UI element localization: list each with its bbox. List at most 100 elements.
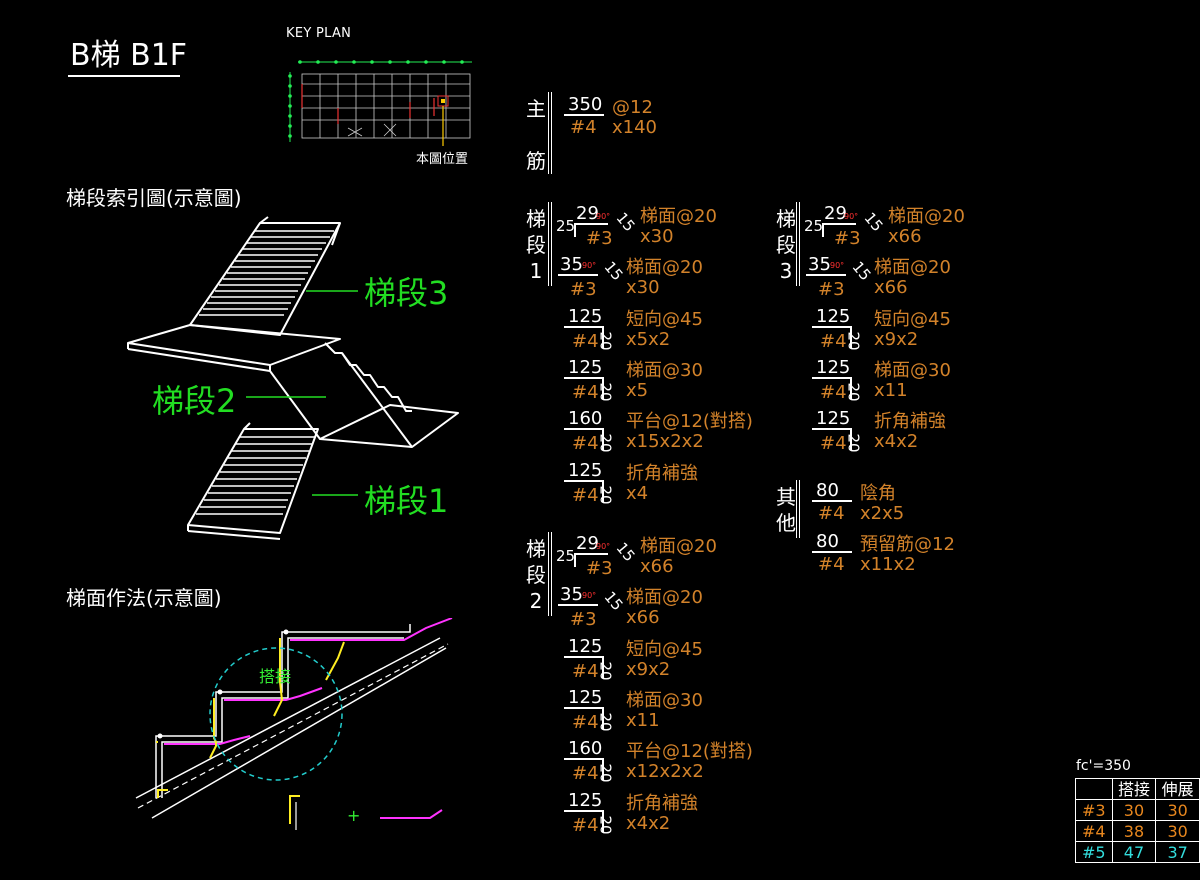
rebar-shape-leg bbox=[822, 223, 824, 237]
rebar-shape-line bbox=[812, 428, 852, 430]
table-header-cell: 伸展 bbox=[1155, 778, 1200, 800]
rebar-bend-angle: 90° bbox=[582, 261, 597, 270]
rebar-top-length: 160 bbox=[568, 738, 603, 759]
group-other-label: 其他 bbox=[776, 485, 796, 535]
rebar-side-length: 20 bbox=[596, 382, 615, 402]
rebar-bar-size: #3 bbox=[586, 228, 613, 249]
lap-length-cell: 30 bbox=[1111, 799, 1157, 821]
rebar-bar-size: #4 bbox=[820, 331, 847, 352]
rebar-shape-line bbox=[558, 274, 598, 276]
rebar-shape-line bbox=[564, 656, 604, 658]
rebar-spec: 平台@12(對搭) bbox=[626, 741, 753, 762]
rebar-bar-size: #4 bbox=[572, 712, 599, 733]
rebar-leg-length: 15 bbox=[600, 587, 627, 615]
rebar-left-length: 25 bbox=[556, 547, 576, 565]
rebar-top-length: 35 bbox=[808, 254, 831, 275]
segment-2-label: 梯段2 bbox=[152, 382, 237, 420]
rebar-top-length: 125 bbox=[568, 636, 603, 657]
title-underline bbox=[68, 75, 180, 77]
rebar-top-length: 350 bbox=[568, 94, 603, 115]
rebar-bar-size: #4 bbox=[572, 433, 599, 454]
table-row: #4 38 30 bbox=[1075, 820, 1200, 842]
table-row: #5 47 37 bbox=[1075, 841, 1200, 863]
key-plan-position-label: 本圖位置 bbox=[416, 152, 469, 167]
rebar-quantity: x11 bbox=[874, 380, 908, 401]
rebar-top-length: 35 bbox=[560, 254, 583, 275]
rebar-left-length: 25 bbox=[804, 217, 824, 235]
rebar-quantity: x11x2 bbox=[860, 554, 916, 575]
rebar-spec: 短向@45 bbox=[874, 309, 951, 330]
rebar-spec: 短向@45 bbox=[626, 639, 703, 660]
rebar-spec: 短向@45 bbox=[626, 309, 703, 330]
rebar-spec: 折角補強 bbox=[874, 411, 946, 432]
rebar-quantity: x2x5 bbox=[860, 503, 905, 524]
rebar-quantity: x66 bbox=[640, 556, 674, 577]
rebar-bar-size: #4 bbox=[572, 485, 599, 506]
concrete-strength-caption: fc'=350 bbox=[1076, 758, 1131, 774]
group-seg3-bar bbox=[796, 202, 800, 286]
rebar-side-length: 20 bbox=[596, 661, 615, 681]
lap-length-cell: 38 bbox=[1111, 820, 1157, 842]
rebar-bar-size: #4 bbox=[572, 661, 599, 682]
rebar-shape-line bbox=[564, 707, 604, 709]
rebar-bend-angle: 90° bbox=[596, 212, 611, 221]
development-length-cell: 30 bbox=[1155, 820, 1200, 842]
rebar-shape-line bbox=[564, 758, 604, 760]
key-plan-label: KEY PLAN bbox=[286, 26, 352, 41]
plus-sign: + bbox=[347, 806, 361, 825]
rebar-shape-line bbox=[558, 604, 598, 606]
rebar-spec: 梯面@20 bbox=[626, 587, 703, 608]
rebar-shape-leg bbox=[602, 758, 604, 780]
rebar-top-length: 35 bbox=[560, 584, 583, 605]
rebar-bar-size: #4 bbox=[818, 503, 845, 524]
lap-length-table: 搭接 伸展 #3 30 30 #4 38 30 #5 47 37 bbox=[1075, 778, 1200, 863]
group-seg1-bar bbox=[548, 202, 552, 286]
rebar-shape-line bbox=[822, 223, 856, 225]
rebar-left-length: 25 bbox=[556, 217, 576, 235]
rebar-quantity: x66 bbox=[626, 607, 660, 628]
rebar-spec: 梯面@30 bbox=[626, 690, 703, 711]
rebar-quantity: x9x2 bbox=[626, 659, 671, 680]
index-diagram-title: 梯段索引圖(示意圖) bbox=[66, 186, 242, 210]
rebar-shape-leg bbox=[850, 326, 852, 348]
rebar-top-length: 125 bbox=[568, 460, 603, 481]
development-length-cell: 30 bbox=[1155, 799, 1200, 821]
rebar-quantity: x11 bbox=[626, 710, 660, 731]
rebar-bar-size: #4 bbox=[572, 763, 599, 784]
rebar-bar-size: #4 bbox=[572, 382, 599, 403]
segment-3-label: 梯段3 bbox=[364, 274, 449, 312]
rebar-bar-size: #3 bbox=[818, 279, 845, 300]
rebar-top-length: 29 bbox=[576, 203, 599, 224]
rebar-side-length: 20 bbox=[596, 485, 615, 505]
rebar-shape-leg bbox=[602, 428, 604, 450]
rebar-shape-leg bbox=[574, 553, 576, 567]
development-length-cell: 37 bbox=[1155, 841, 1200, 863]
group-main-bar bbox=[548, 92, 552, 174]
rebar-shape-leg bbox=[602, 707, 604, 729]
rebar-quantity: x4x2 bbox=[626, 813, 671, 834]
rebar-shape-line bbox=[812, 500, 852, 502]
rebar-bar-size: #4 bbox=[570, 117, 597, 138]
rebar-bar-size: #4 bbox=[820, 433, 847, 454]
detail-diagram-title: 梯面作法(示意圖) bbox=[66, 586, 222, 610]
rebar-side-length: 20 bbox=[596, 433, 615, 453]
rebar-side-length: 20 bbox=[844, 331, 863, 351]
rebar-shape-line bbox=[574, 553, 608, 555]
bar-size-cell: #5 bbox=[1075, 841, 1113, 863]
rebar-top-length: 125 bbox=[568, 790, 603, 811]
rebar-bar-size: #3 bbox=[570, 279, 597, 300]
segment-1-label: 梯段1 bbox=[364, 482, 449, 520]
rebar-bar-size: #3 bbox=[570, 609, 597, 630]
group-main-label: 主筋 bbox=[526, 97, 546, 173]
rebar-quantity: x4x2 bbox=[874, 431, 919, 452]
rebar-shape-line bbox=[564, 377, 604, 379]
table-header-cell bbox=[1075, 778, 1113, 800]
group-other-bar bbox=[796, 480, 800, 538]
rebar-side-length: 20 bbox=[596, 712, 615, 732]
rebar-side-length: 20 bbox=[596, 763, 615, 783]
rebar-spec: 梯面@20 bbox=[874, 257, 951, 278]
rebar-top-length: 125 bbox=[568, 306, 603, 327]
rebar-bar-size: #4 bbox=[820, 382, 847, 403]
rebar-top-length: 125 bbox=[568, 687, 603, 708]
